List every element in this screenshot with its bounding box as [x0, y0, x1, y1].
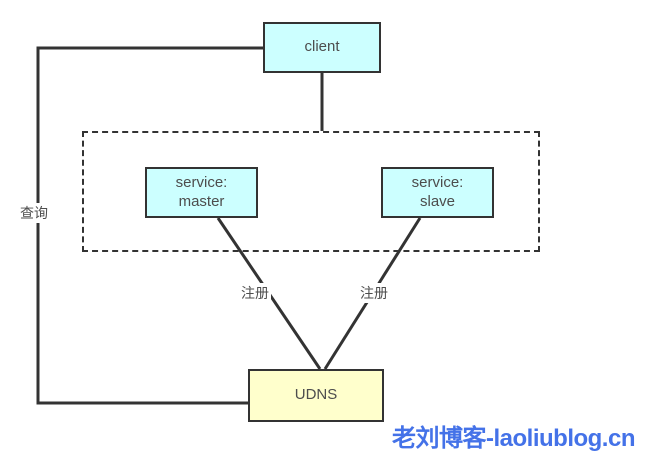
connector-client-to-udns: [36, 46, 263, 405]
edge-label-register-slave: 注册: [358, 283, 390, 303]
service-group-boundary: [82, 131, 540, 252]
node-service-slave[interactable]: service: slave: [381, 167, 494, 218]
edge-label-register-master: 注册: [239, 283, 271, 303]
node-udns[interactable]: UDNS: [248, 369, 384, 422]
watermark: 老刘博客-laoliublog.cn: [392, 425, 636, 452]
node-client[interactable]: client: [263, 22, 381, 73]
node-service-master[interactable]: service: master: [145, 167, 258, 218]
edge-label-query: 查询: [18, 203, 50, 223]
